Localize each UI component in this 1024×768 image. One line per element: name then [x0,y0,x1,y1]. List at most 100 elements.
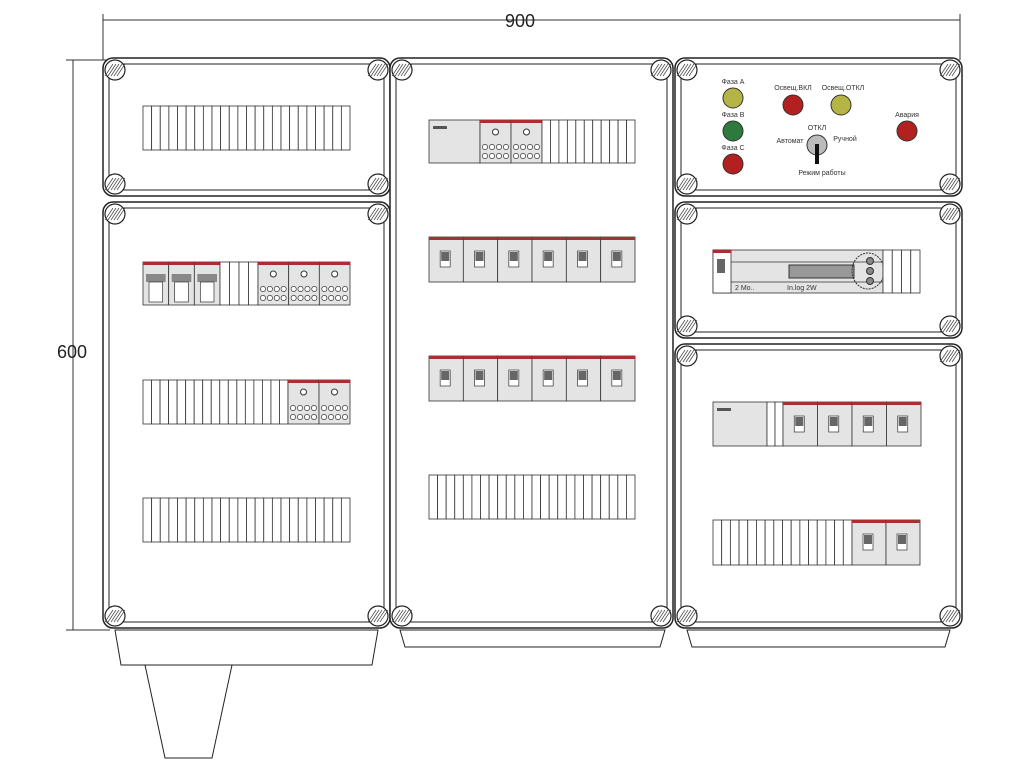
screw-hatch [113,177,123,191]
screw-hatch [110,63,120,77]
blank-slat [254,105,265,151]
blank-slat [454,474,464,520]
circuit-breaker [428,355,464,402]
blank-slat [142,379,152,425]
screw-icon [367,203,389,225]
blank-slat [168,379,178,425]
blank-slat [315,497,325,543]
blank-slat [575,119,585,164]
screw-hatch [945,63,955,77]
blank-slat [738,519,749,566]
screw-hatch [659,63,669,77]
breaker-top [497,237,532,240]
screw-hatch [104,177,114,191]
blank-slat [220,497,230,543]
screw-icon [939,59,961,81]
blank-slat [271,105,282,151]
main-breaker [142,261,170,306]
button-light-on[interactable] [782,94,804,116]
screw-hatch [370,63,380,77]
screw-hatch [373,63,383,77]
terminal-top [511,120,542,123]
blank-slat [523,474,533,520]
blank-slat [151,105,161,151]
enclosure-inner [395,63,668,623]
terminal-screw [304,405,310,411]
blank-slat [617,119,627,164]
screw-icon [676,315,698,337]
terminal-screw [273,295,280,301]
screw-hatch [945,609,955,623]
base-middle [399,629,666,648]
screw-hatch [942,609,952,623]
blank-slat [244,379,255,425]
blank-slat [531,474,541,520]
blank-slat [219,379,229,425]
blank-slat [194,497,204,543]
blank-slat [557,474,567,520]
breaker-toggle-handle [544,371,553,380]
breaker-top [143,262,169,265]
screw-hatch [679,177,689,191]
terminal-screw [304,286,311,292]
blank-slat [227,379,238,425]
screw-hatch [688,349,698,363]
circuit-breaker [462,236,499,283]
screw-hatch [685,63,695,77]
circuit-breaker [851,519,887,566]
blank-slat [168,105,178,151]
blank-slat [541,119,551,164]
label-light-on: Освещ.ВКЛ [774,85,812,92]
blank-slat [263,497,273,543]
screw-hatch [659,609,669,623]
terminal-screw [489,144,495,150]
label-phase-c: Фаза С [721,145,744,152]
terminal-screw [321,405,327,411]
blank-slat [600,119,611,164]
screw-hatch [679,609,689,623]
blank-slat [289,105,299,151]
blank-slat [729,519,740,566]
screw-icon [939,203,961,225]
screw-hatch [682,609,692,623]
terminal-screw [503,153,509,159]
terminal-module [318,261,351,306]
blank-slat [901,249,912,294]
terminal-screw [273,286,280,292]
cable-gland [144,664,233,759]
blank-slat [185,379,195,425]
blank-slat [270,379,280,425]
main-breaker [193,261,221,306]
blank-slat [220,105,230,151]
screw-hatch [104,609,114,623]
terminal-screw [266,286,273,292]
blank-slat [332,497,342,543]
terminal-screw [492,128,499,136]
breaker-toggle-handle [795,417,804,426]
blank-slat [185,105,196,151]
screw-icon [676,173,698,195]
terminal-top [319,380,350,383]
blank-slat [297,497,308,543]
selector-handle [815,144,819,164]
breaker-toggle-handle [864,417,873,426]
screw-hatch [367,63,377,77]
screw-hatch [373,177,383,191]
screw-icon [367,59,389,81]
screw-icon [104,59,126,81]
breaker-toggle-handle [864,535,872,544]
screw-hatch [400,609,410,623]
screw-icon [391,605,413,627]
screw-hatch [403,63,413,77]
button-light-off[interactable] [830,94,852,116]
circuit-breaker [531,355,567,402]
screw-hatch [948,63,958,77]
label-mode: Режим работы [798,169,845,177]
terminal-screw [304,414,310,420]
blank-slat [617,474,627,520]
blank-slat [159,105,170,151]
terminal-screw [304,295,311,301]
terminal-screw [513,153,519,159]
screw-hatch [951,319,961,333]
breaker-toggle-handle [578,252,587,261]
